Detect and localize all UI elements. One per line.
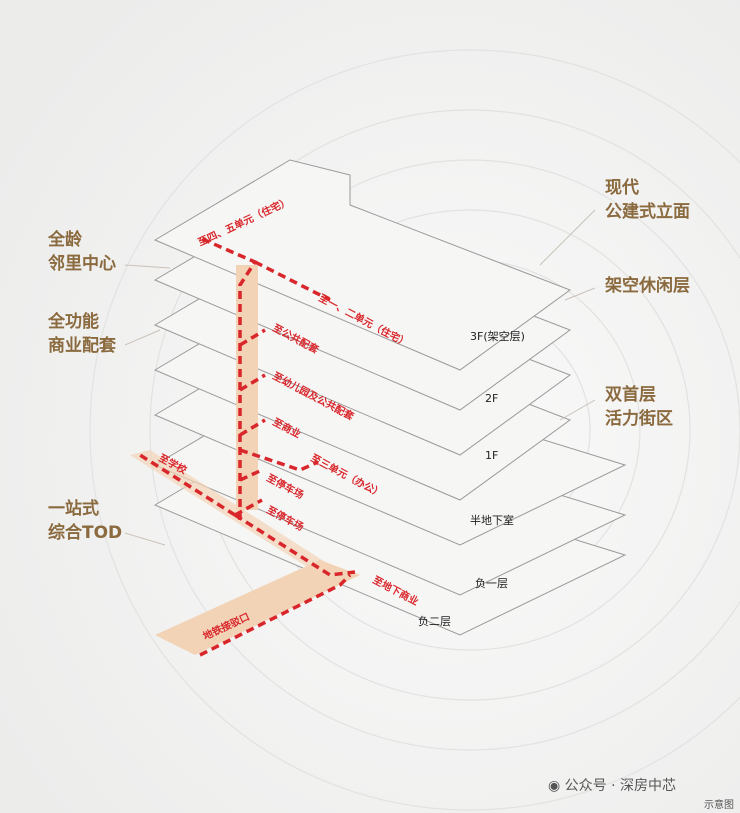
floor-plate bbox=[153, 159, 572, 371]
schematic-note: 示意图 bbox=[704, 800, 734, 811]
floor-label-2f: 2F bbox=[485, 392, 498, 405]
route-lines bbox=[139, 236, 356, 657]
label-stilt-floor: 架空休闲层 bbox=[605, 276, 690, 296]
label-facade: 现代公建式立面 bbox=[605, 178, 690, 222]
floor-label-1f: 1F bbox=[485, 449, 498, 462]
leader-lines bbox=[124, 209, 596, 546]
floor-label-semi-basement: 半地下室 bbox=[470, 513, 514, 527]
floor-label-b2: 负二层 bbox=[418, 614, 451, 628]
label-dual-ground: 双首层活力街区 bbox=[605, 385, 673, 429]
label-commercial: 全功能商业配套 bbox=[48, 312, 116, 356]
floor-label-3f: 3F(架空层) bbox=[470, 329, 525, 343]
floor-label-b1: 负一层 bbox=[475, 576, 508, 590]
floor-plates bbox=[153, 159, 627, 636]
label-tod: 一站式综合TOD bbox=[48, 499, 123, 543]
watermark: ◉ 公众号 · 深房中芯 bbox=[548, 778, 677, 794]
metro-passage bbox=[155, 560, 360, 655]
label-neighborhood-center: 全龄邻里中心 bbox=[48, 230, 116, 274]
